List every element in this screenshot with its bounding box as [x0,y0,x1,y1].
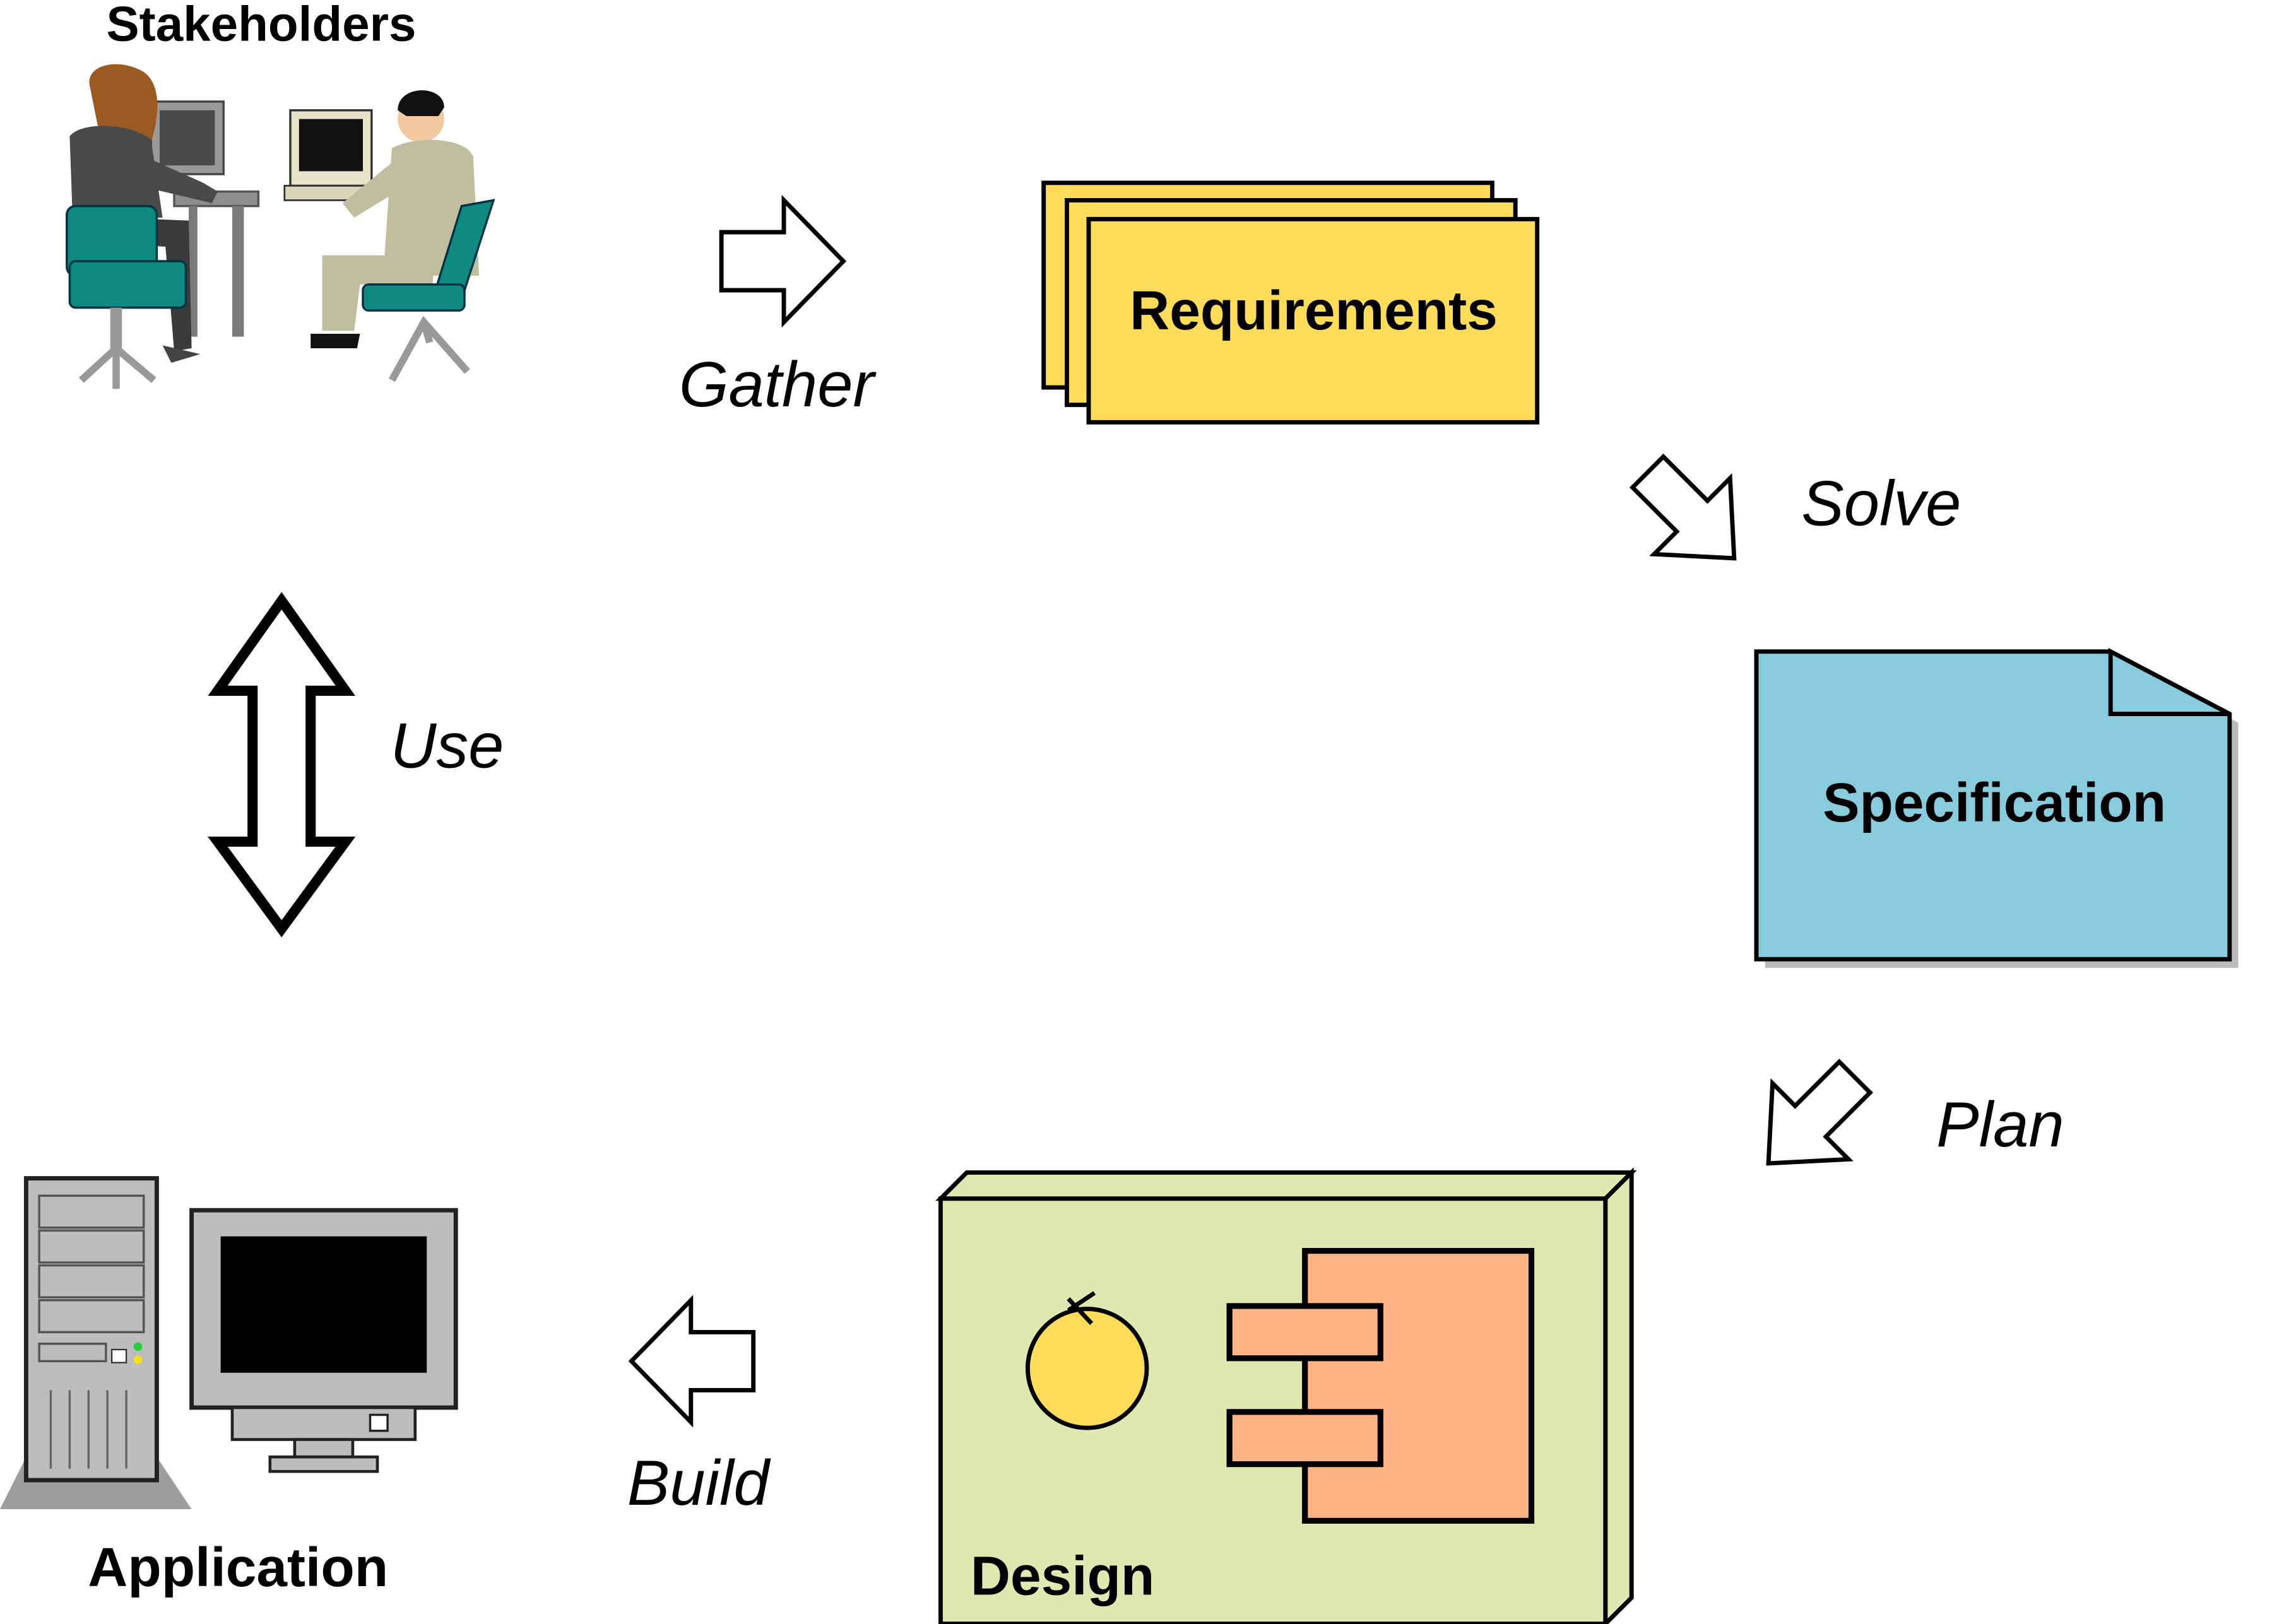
requirements-label: Requirements [1130,279,1498,341]
arrow-right-icon [719,194,847,328]
arrow-left-icon [628,1295,756,1428]
application-label: Application [88,1536,388,1598]
design-label: Design [971,1545,1154,1607]
specification-node: Specification [1754,647,2239,968]
object-circle-icon [1025,1291,1149,1430]
requirements-node: Requirements [1041,180,1540,425]
desktop-computer-icon [0,1176,458,1509]
solve-label: Solve [1801,468,1961,539]
component-icon [1226,1247,1535,1524]
gather-label: Gather [679,349,877,420]
arrow-down-right-icon [1629,453,1737,561]
double-arrow-vertical-icon [208,592,356,938]
specification-label: Specification [1823,772,2166,833]
arrow-down-left-icon [1766,1059,1873,1166]
build-label: Build [627,1447,771,1519]
people-at-computers-icon [66,64,495,389]
use-label: Use [390,710,504,782]
stakeholders-label: Stakeholders [106,0,416,51]
design-node: Design [935,1167,1637,1624]
plan-label: Plan [1936,1089,2064,1160]
